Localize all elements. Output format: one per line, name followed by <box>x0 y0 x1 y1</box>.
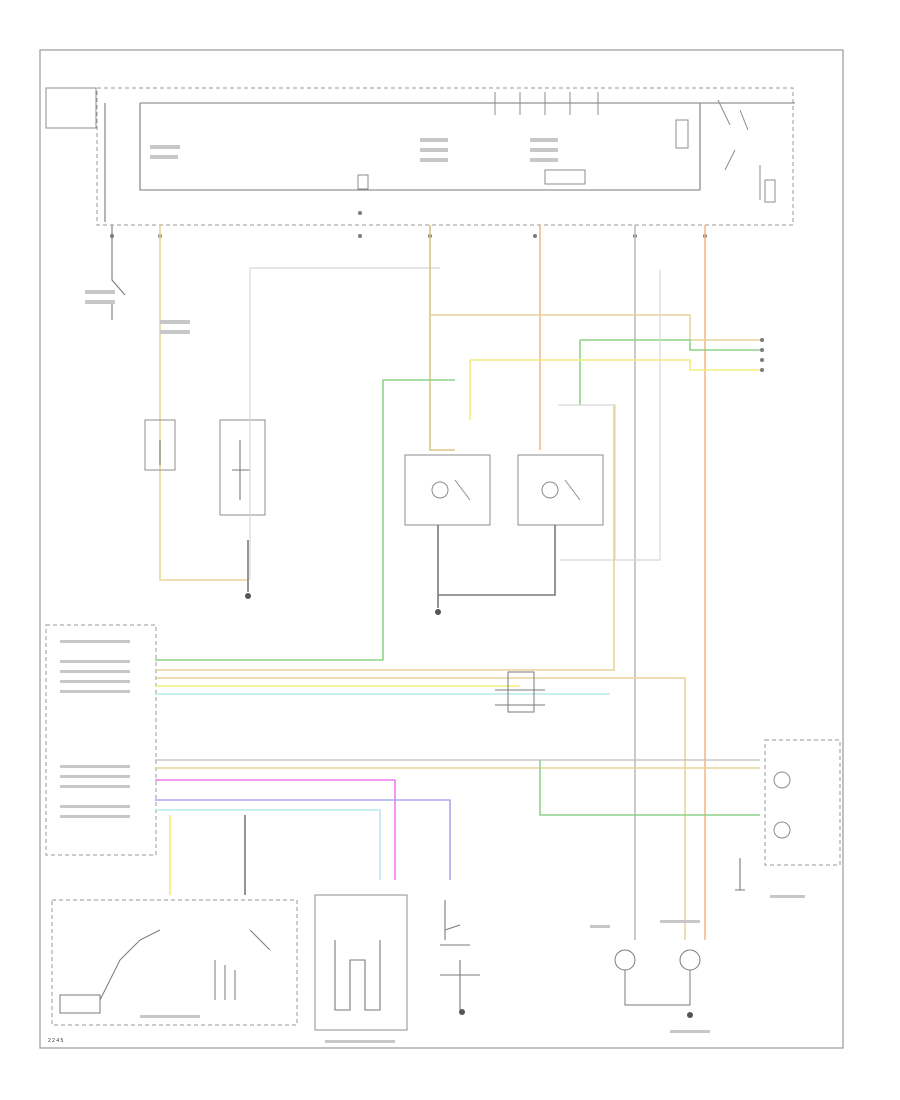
wire-pink-signal <box>155 779 396 880</box>
wire-left-tail <box>429 225 455 451</box>
wire-trailer-green <box>579 339 760 405</box>
right-tail-lamp-assembly <box>517 454 604 526</box>
component-labels <box>60 138 805 1043</box>
instrument-module-connector <box>45 624 157 856</box>
wire-turn-signal-a <box>155 677 686 940</box>
wire-blue-signal <box>155 799 451 880</box>
ground-point-center <box>435 609 441 615</box>
lamp-assembly-left-1 <box>144 419 176 471</box>
brake-switch <box>111 225 126 320</box>
wire-trailer-yellow <box>469 359 760 420</box>
ground-point-bottom-center <box>459 1009 465 1015</box>
backup-lamps <box>614 949 701 1006</box>
wire-backup-feed <box>558 270 661 561</box>
wire-feed-top <box>249 267 440 580</box>
wire-green-cluster <box>539 760 760 816</box>
wire-trailer-tail <box>430 314 760 341</box>
multifunction-switch <box>314 894 408 1031</box>
trailer-connector-pins <box>760 338 764 372</box>
fuse-box-outline <box>96 87 794 226</box>
lamp-assembly-left-2 <box>219 419 266 516</box>
cluster-indicators <box>773 771 791 839</box>
left-tail-lamp-assembly <box>404 454 491 526</box>
footer-code: 2 2 4 5 <box>48 1038 64 1044</box>
hazard-switch-assembly <box>440 900 480 1010</box>
fuse-symbols <box>357 92 776 203</box>
wire-stop-signal <box>155 405 615 671</box>
ground-point-left <box>245 593 251 599</box>
wire-green-left-turn <box>155 379 455 661</box>
multifunction-switch-internals <box>334 940 381 1011</box>
multifunction-connector <box>495 671 545 713</box>
headlamp-switch-internals <box>59 929 271 1014</box>
lamp-internals-left <box>159 440 250 500</box>
headlamp-switch <box>51 899 298 1026</box>
fuse-connector-pins <box>110 211 707 238</box>
fuse-box-bus <box>104 102 795 222</box>
cluster-ground <box>735 858 745 891</box>
tail-lamp-internals <box>431 479 581 501</box>
wire-ground-center <box>437 525 556 608</box>
outer-frame <box>39 49 844 1049</box>
instrument-cluster <box>764 739 841 866</box>
wire-light-blue-2 <box>155 809 381 880</box>
wire-stop-lamp-left <box>159 225 248 581</box>
power-distribution-label-box <box>45 87 97 129</box>
ground-point-bottom-right <box>687 1012 693 1018</box>
